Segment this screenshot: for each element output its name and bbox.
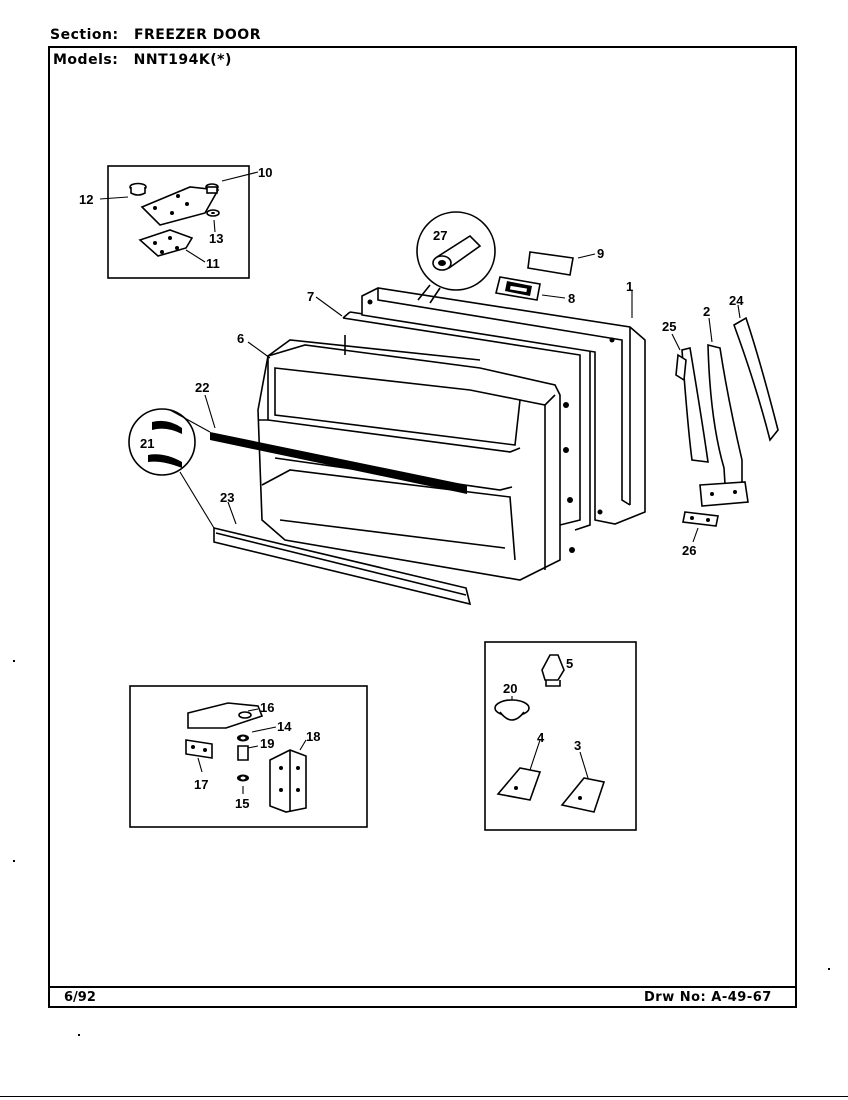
callout-numbers: 1 2 3 4 5 6 7 8 9 10 11 12 13 14 15 16 1…	[79, 165, 744, 811]
callout-16: 16	[260, 700, 274, 715]
inset-upper-hinge	[99, 165, 259, 279]
callout-6: 6	[237, 331, 244, 346]
callout-1: 1	[626, 279, 633, 294]
models-value: NNT194K(*)	[133, 52, 232, 68]
models-label: Models:	[53, 52, 119, 68]
bars	[204, 394, 472, 606]
inset-lower-parts	[484, 641, 637, 831]
callout-22: 22	[195, 380, 209, 395]
page-edge-rule	[0, 1096, 848, 1097]
revision-date: 6/92	[64, 990, 96, 1005]
callout-3: 3	[574, 738, 581, 753]
callout-11: 11	[206, 256, 220, 271]
diagram-frame	[48, 46, 797, 1008]
callout-19: 19	[260, 736, 274, 751]
callout-8: 8	[568, 291, 575, 306]
callout-4: 4	[537, 730, 545, 745]
drawing-label: Drw No:	[644, 990, 707, 1005]
section-header: Section: FREEZER DOOR	[50, 27, 261, 43]
callout-25: 25	[662, 319, 676, 334]
scan-speck	[828, 968, 830, 970]
callout-18: 18	[306, 729, 320, 744]
footer-rule	[48, 986, 797, 988]
models-header: Models: NNT194K(*)	[53, 52, 232, 68]
handle-parts	[247, 290, 779, 543]
callout-24: 24	[729, 293, 744, 308]
callout-17: 17	[194, 777, 208, 792]
door-liner	[257, 339, 561, 581]
callout-9: 9	[597, 246, 604, 261]
magnifier-27	[416, 211, 496, 304]
inset-lower-hinge	[129, 685, 368, 828]
callout-20: 20	[503, 681, 517, 696]
callout-27: 27	[433, 228, 447, 243]
callout-21: 21	[140, 436, 154, 451]
callout-2: 2	[703, 304, 710, 319]
magnifier-21	[128, 408, 215, 529]
drawing-number: A-49-67	[711, 990, 772, 1005]
labels-8-9	[495, 251, 596, 301]
callout-12: 12	[79, 192, 93, 207]
scan-speck	[13, 660, 15, 662]
callout-13: 13	[209, 231, 223, 246]
section-value: FREEZER DOOR	[133, 27, 261, 43]
drawing-number-block: Drw No: A-49-67	[644, 990, 772, 1005]
section-label: Section:	[50, 27, 119, 43]
scan-speck	[78, 1034, 80, 1036]
callout-26: 26	[682, 543, 696, 558]
callout-10: 10	[258, 165, 272, 180]
outer-door-panel	[344, 287, 646, 553]
callout-15: 15	[235, 796, 249, 811]
scan-speck	[13, 860, 15, 862]
callout-7: 7	[307, 289, 314, 304]
callout-5: 5	[566, 656, 573, 671]
callout-14: 14	[277, 719, 292, 734]
callout-23: 23	[220, 490, 234, 505]
